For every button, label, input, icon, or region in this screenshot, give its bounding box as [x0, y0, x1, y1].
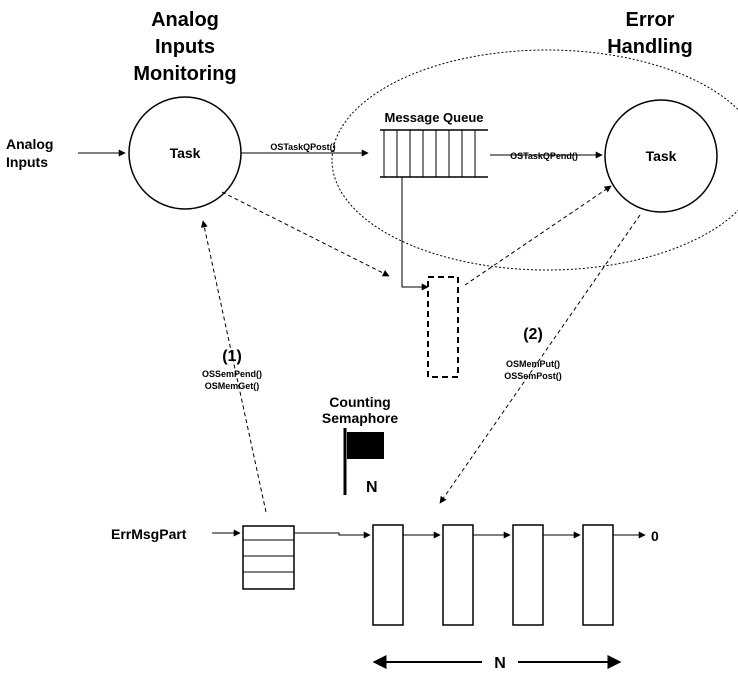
- memory-block: [442, 524, 474, 626]
- errmsgpart-label: ErrMsgPart: [111, 526, 187, 542]
- title-right-line-1: Error: [626, 9, 675, 31]
- list-terminator: 0: [651, 528, 659, 544]
- width-label: N: [494, 655, 506, 672]
- error-handling-boundary: [331, 49, 738, 271]
- title-error-handling: Error Handling: [607, 9, 693, 58]
- error-task-label: Task: [646, 148, 677, 164]
- step-1-number: (1): [222, 348, 242, 365]
- semaphore-label-line-1: Counting: [329, 394, 390, 410]
- title-analog-inputs-monitoring: Analog Inputs Monitoring: [133, 9, 236, 85]
- title-left-line-1: Analog: [151, 9, 219, 31]
- step-2-call-2: OSSemPost(): [504, 371, 562, 381]
- title-left-line-2: Inputs: [155, 36, 215, 58]
- semaphore-label-line-2: Semaphore: [322, 410, 398, 426]
- task-to-message-dashed-arrow: [221, 191, 390, 277]
- message-queue-label: Message Queue: [385, 110, 484, 125]
- free-list-head: [242, 525, 295, 590]
- post-call-label: OSTaskQPost(): [270, 142, 335, 152]
- step-1-call-2: OSMemGet(): [205, 381, 260, 391]
- head-to-block-1-arrow: [294, 531, 371, 539]
- semaphore-count: N: [366, 479, 378, 496]
- monitoring-task-label: Task: [170, 145, 201, 161]
- flag-icon: [343, 428, 384, 495]
- message-queue: [380, 129, 488, 178]
- memory-block: [512, 524, 544, 626]
- title-left-line-3: Monitoring: [133, 63, 236, 85]
- error-task-to-partition-dashed-arrow: [439, 214, 641, 504]
- message-block: [427, 276, 459, 378]
- message-to-error-task-dashed-arrow: [464, 185, 612, 286]
- step-2-number: (2): [523, 326, 543, 343]
- queue-to-message-arrow: [401, 177, 429, 291]
- memory-block: [582, 524, 614, 626]
- analog-inputs-label-line-1: Analog: [6, 136, 53, 152]
- partition-to-task-dashed-arrow: [200, 220, 267, 513]
- title-right-line-2: Handling: [607, 36, 693, 58]
- pend-call-label: OSTaskQPend(): [510, 151, 578, 161]
- analog-inputs-label-line-2: Inputs: [6, 154, 48, 170]
- step-1-call-1: OSSemPend(): [202, 369, 262, 379]
- step-2-call-1: OSMemPut(): [506, 359, 560, 369]
- error-task-circle: [604, 99, 718, 213]
- memory-block: [372, 524, 404, 626]
